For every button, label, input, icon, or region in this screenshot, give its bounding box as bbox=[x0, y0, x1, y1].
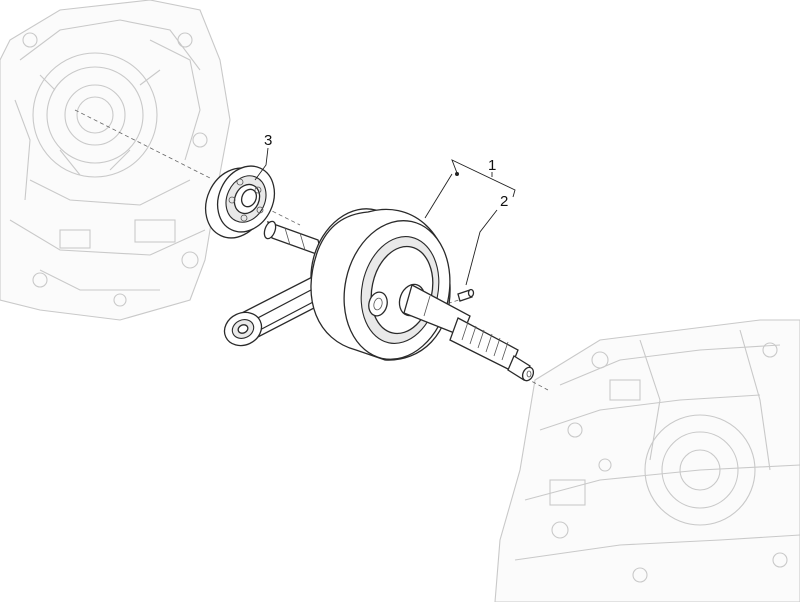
right-crankcase-ghost bbox=[494, 319, 800, 602]
dowel-pin bbox=[457, 288, 475, 302]
callout-labels: 1 2 3 bbox=[264, 132, 508, 210]
callout-label-3: 3 bbox=[264, 132, 272, 149]
callout-label-2: 2 bbox=[500, 193, 508, 210]
callout-label-1: 1 bbox=[488, 157, 496, 174]
crankshaft-assembly bbox=[223, 208, 535, 382]
leader-lines bbox=[254, 147, 516, 286]
ball-bearing bbox=[204, 165, 276, 239]
bracket-dot bbox=[455, 172, 459, 176]
left-crankcase-ghost bbox=[0, 0, 231, 321]
